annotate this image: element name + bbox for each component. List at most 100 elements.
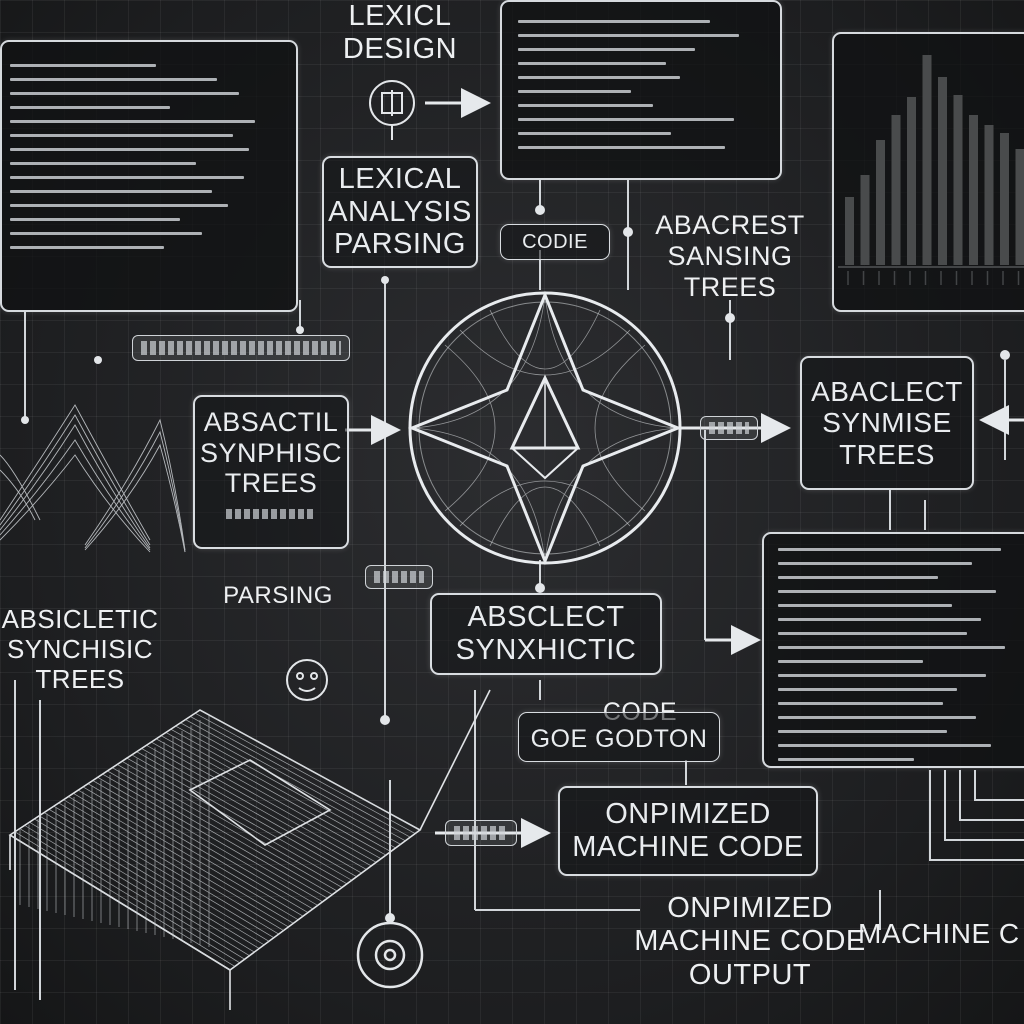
label-line: SYNXHICTIC [455, 634, 637, 666]
output-code-panel [762, 532, 1024, 768]
code-line [10, 218, 181, 221]
face-icon [286, 659, 328, 701]
code-small-box: CODIE [500, 224, 610, 260]
hatch-line [19, 828, 240, 964]
hatch-line [34, 818, 255, 953]
hatch-line [24, 825, 245, 960]
code-line [10, 176, 245, 179]
hatch-line [141, 748, 362, 874]
hatch-line [160, 735, 382, 860]
code-line [778, 660, 924, 663]
code-line [778, 744, 991, 747]
label-line: ABSACTIL [203, 407, 339, 437]
central-star-emblem [407, 290, 683, 566]
hatch-line [58, 802, 279, 935]
hatch-line [155, 738, 377, 863]
connector-line [929, 770, 1024, 861]
code-line [518, 90, 632, 93]
code-line [10, 204, 229, 207]
code-line [778, 632, 967, 635]
hatch-line [97, 777, 318, 906]
code-line [778, 688, 958, 691]
scribble-pill [445, 820, 517, 846]
label-line: PARSING [334, 228, 466, 261]
hatch-line [82, 786, 304, 917]
hatch-line [87, 783, 309, 913]
wireframe-prism-graphic [8, 689, 491, 1010]
code-line [778, 716, 977, 719]
code-line [778, 618, 982, 621]
label-line: CODIE [522, 230, 588, 253]
label-line: ONPIMIZED [605, 798, 771, 831]
hatch-line [194, 712, 416, 834]
hatch-line [9, 834, 231, 971]
absactil-trees-box: ABSACTIL SYNPHISC TREES [193, 395, 349, 549]
code-line [778, 758, 914, 761]
wireframe-prism-hatch [9, 709, 421, 971]
code-line [778, 548, 1001, 551]
label-line: MACHINE CODE [634, 925, 866, 958]
gear-icon [356, 921, 424, 989]
absclect-box: ABSCLECT SYNXHICTIC [430, 593, 662, 675]
label-line: ABACREST [655, 210, 805, 240]
hatch-line [92, 780, 313, 910]
label-line: ABACLECT [811, 375, 963, 407]
scribble-pill [365, 565, 433, 589]
output-label: ONPIMIZED MACHINE CODE OUTPUT [630, 892, 870, 992]
code-line [778, 590, 996, 593]
label-line: SYNPHISC [199, 437, 343, 468]
scribble-pill [132, 335, 350, 361]
scribble-pill [700, 416, 758, 440]
code-line [778, 576, 938, 579]
hatch-line [68, 796, 289, 928]
code-line [518, 20, 710, 23]
code-line [518, 104, 654, 107]
abacrest-trees-label: ABACREST SANSING TREES [645, 210, 815, 303]
label-line: DESIGN [342, 33, 458, 66]
connector-nodes [21, 205, 1010, 923]
code-line [10, 134, 234, 137]
label-line: ABSICLETIC [1, 604, 159, 634]
hatch-line [180, 722, 401, 845]
hatch-line [121, 760, 343, 888]
absicletic-trees-label: ABSICLETIC SYNCHISIC TREES [0, 604, 160, 695]
parsing-label: PARSING [216, 582, 340, 610]
design-icon [369, 80, 415, 140]
hatch-line [146, 744, 367, 870]
hatch-line [43, 812, 265, 946]
chart-panel [832, 32, 1024, 312]
code-line [10, 120, 255, 123]
label-line: TREES [839, 438, 935, 470]
code-generation-box: GOE GODTON [518, 712, 720, 762]
label-line: MACHINE C [858, 918, 1020, 949]
wave-mountain-graphic [0, 404, 186, 553]
code-line [778, 562, 972, 565]
hatch-line [175, 725, 396, 849]
code-line [778, 702, 943, 705]
code-line [10, 92, 239, 95]
abaclect-trees-box: ABACLECT SYNMISE TREES [800, 356, 974, 490]
hatch-line [107, 770, 328, 899]
code-line [518, 118, 735, 121]
hatch-line [126, 757, 348, 885]
code-line [518, 48, 696, 51]
hatch-line [102, 773, 323, 903]
code-line [10, 106, 170, 109]
scribble-line [226, 508, 316, 519]
code-line [10, 64, 157, 67]
label-line: OUTPUT [688, 958, 812, 991]
code-line [10, 162, 197, 165]
code-line [10, 232, 202, 235]
label-line: SANSING [667, 241, 793, 272]
token-code-panel [500, 0, 782, 180]
label-line: LEXICAL [338, 162, 462, 195]
label-line: ANALYSIS [328, 195, 472, 228]
code-line [778, 604, 953, 607]
label-line: MACHINE CODE [572, 831, 804, 863]
code-line [518, 34, 740, 37]
hatch-line [170, 728, 391, 852]
hatch-line [117, 764, 338, 892]
code-line [10, 246, 165, 249]
hatch-line [63, 799, 284, 931]
label-line: GOE GODTON [530, 724, 708, 753]
